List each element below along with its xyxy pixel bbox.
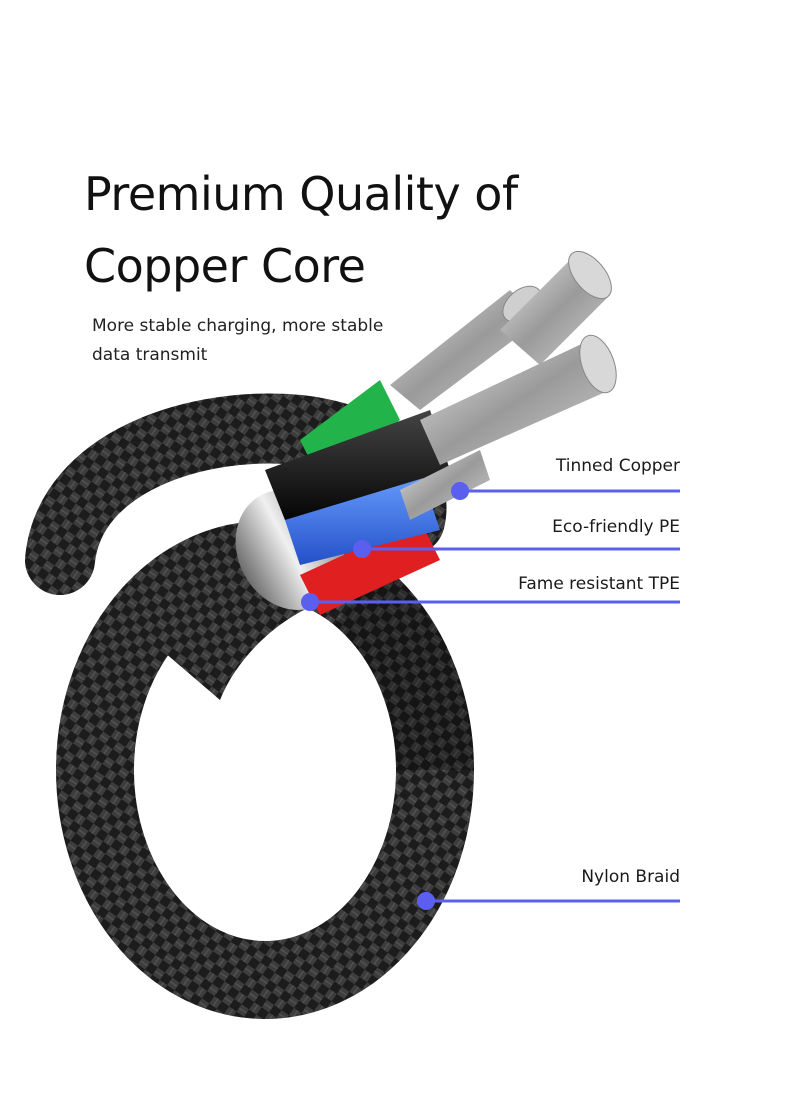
callout-label-eco-friendly-pe: Eco-friendly PE [552, 517, 680, 537]
callout-label-fame-resistant-tpe: Fame resistant TPE [518, 574, 680, 594]
callout-label-nylon-braid: Nylon Braid [581, 867, 680, 887]
title-line-1: Premium Quality of [84, 167, 518, 221]
callout-eco-pe-line [353, 540, 680, 558]
copper-strands [390, 250, 617, 520]
callout-tinned-copper-line [451, 482, 680, 500]
callout-nylon-braid-line [417, 892, 680, 910]
subtitle: More stable charging, more stable data t… [92, 312, 412, 370]
subtitle-line-1: More stable charging, more stable [92, 316, 384, 336]
insulated-cores [265, 380, 450, 615]
callout-tpe-line [301, 593, 680, 611]
subtitle-line-2: data transmit [92, 345, 208, 365]
callout-label-tinned-copper: Tinned Copper [555, 456, 680, 476]
title-line-2: Copper Core [84, 239, 366, 293]
page-title: Premium Quality of Copper Core [84, 158, 518, 302]
